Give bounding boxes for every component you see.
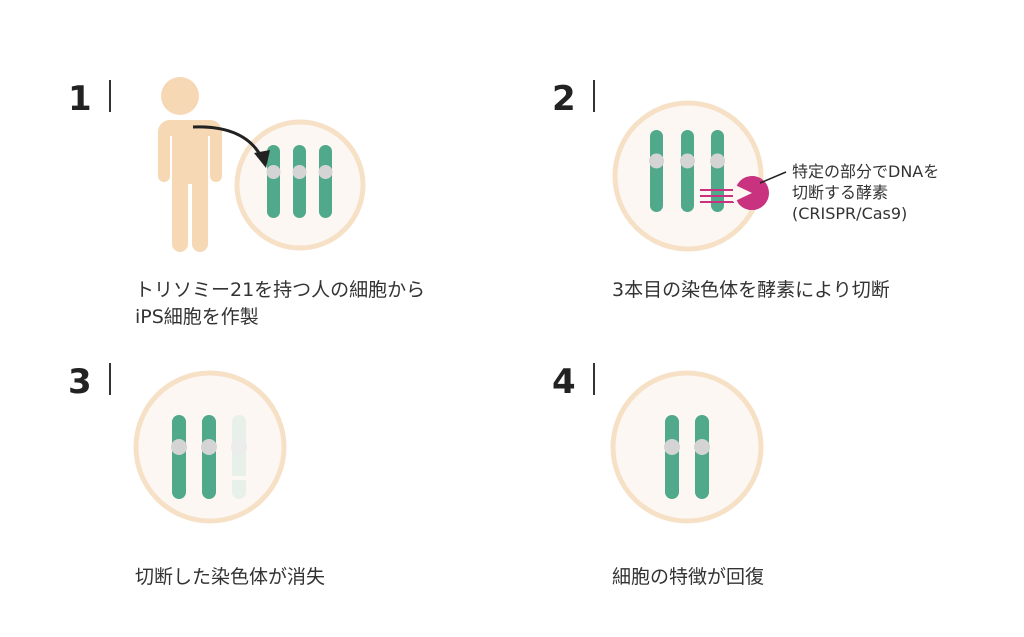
- person-icon: [150, 77, 222, 252]
- step-number: 3: [68, 362, 92, 402]
- step-4: 4 細胞の特徴が回復: [552, 362, 764, 588]
- step-3: 3 切断した染色体が消失: [68, 362, 325, 588]
- caption: トリソミー21を持つ人の細胞から iPS細胞を作製: [135, 279, 431, 328]
- step-2: 2 特定の部分でDNAを 切断する酵素 (CRISPR/Cas9) 3本目の染色…: [552, 79, 944, 301]
- cut-marks: [700, 189, 734, 203]
- cell: [234, 119, 366, 251]
- pointer-line: [759, 171, 787, 184]
- arrow-icon: [192, 125, 264, 159]
- caption: 切断した染色体が消失: [135, 566, 325, 588]
- caption: 細胞の特徴が回復: [612, 566, 764, 588]
- cell: [133, 370, 287, 524]
- faded-chromosome: [232, 415, 246, 499]
- enzyme-note: 特定の部分でDNAを 切断する酵素 (CRISPR/Cas9): [792, 162, 944, 223]
- step-number: 2: [552, 79, 576, 119]
- step-number: 4: [552, 362, 576, 402]
- cell: [610, 370, 764, 524]
- step-number: 1: [68, 79, 92, 119]
- step-1: 1 トリソミー21を持つ人の細胞から iPS細胞を作製: [68, 77, 431, 328]
- caption: 3本目の染色体を酵素により切断: [612, 279, 890, 301]
- cell: [612, 100, 764, 252]
